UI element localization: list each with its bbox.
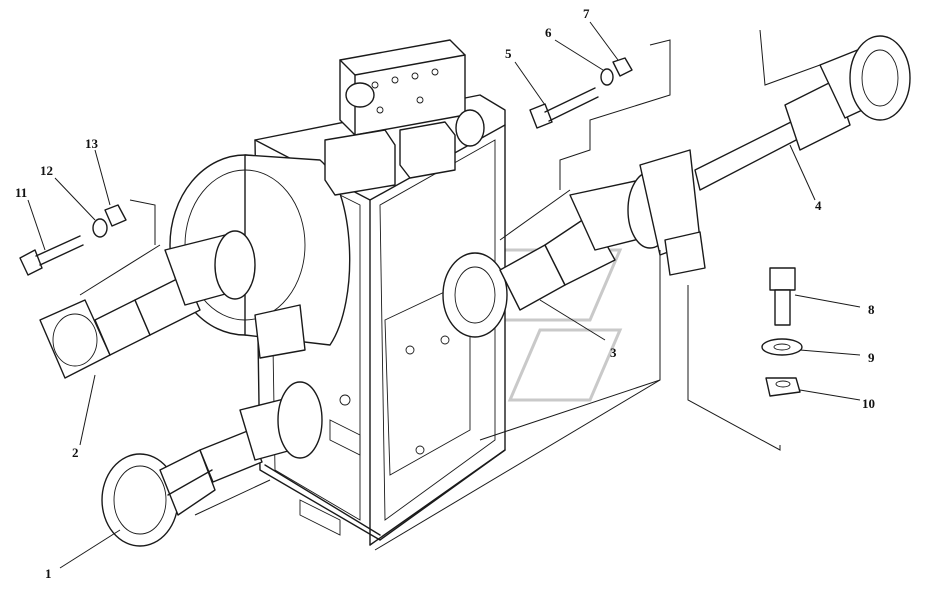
callout-7: 7 xyxy=(583,6,590,21)
callout-2: 2 xyxy=(72,445,79,460)
valve-block xyxy=(324,39,485,196)
bolt-5 xyxy=(529,87,599,129)
nut-10 xyxy=(765,377,801,397)
long-driveshaft-4 xyxy=(639,35,911,276)
callout-10: 10 xyxy=(862,396,875,411)
callout-labels: 1 2 3 4 5 6 7 8 9 10 11 12 13 xyxy=(15,6,875,581)
nut-13 xyxy=(104,204,127,227)
washer-6 xyxy=(600,68,614,86)
callout-13: 13 xyxy=(85,136,99,151)
bolt-8 xyxy=(769,267,796,326)
front-driveshaft-1 xyxy=(101,381,323,547)
callout-12: 12 xyxy=(40,163,53,178)
nut-7 xyxy=(612,57,633,77)
callout-6: 6 xyxy=(545,25,552,40)
callout-leaders xyxy=(27,21,861,569)
washer-12 xyxy=(92,218,108,238)
callout-11: 11 xyxy=(15,185,27,200)
left-driveshaft-2 xyxy=(39,230,256,379)
bolt-11 xyxy=(19,235,84,276)
washer-9 xyxy=(761,338,803,356)
callout-9: 9 xyxy=(868,350,875,365)
callout-1: 1 xyxy=(45,566,52,581)
callout-4: 4 xyxy=(815,198,822,213)
assembly-path-lines xyxy=(79,29,821,551)
callout-8: 8 xyxy=(868,302,875,317)
callout-3: 3 xyxy=(610,345,617,360)
callout-5: 5 xyxy=(505,46,512,61)
